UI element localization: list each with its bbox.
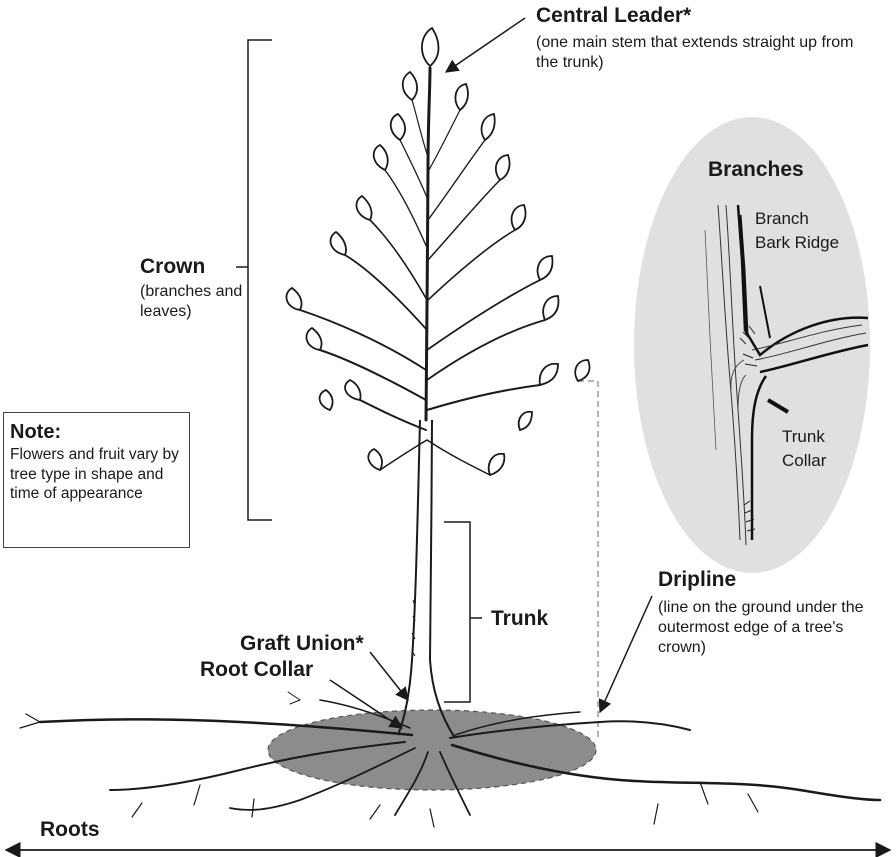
dripline-description: (line on the ground under the outermost … [658,598,878,658]
dripline-label: Dripline [658,568,736,592]
note-box: Note: Flowers and fruit vary by tree typ… [3,412,190,548]
leaves [286,28,589,475]
central-leader-label: Central Leader* [536,4,691,28]
dripline-guide [578,381,598,740]
root-collar-label: Root Collar [200,658,313,682]
branches-drawing [300,68,545,475]
graft-union-pointer [370,652,408,700]
dripline-area [268,710,596,790]
trunk-bracket [444,522,482,702]
central-leader-pointer [446,18,525,72]
crown-description: (branches and leaves) [140,282,250,322]
roots-label: Roots [40,818,100,842]
graft-union-label: Graft Union* [240,632,364,656]
central-leader-description: (one main stem that extends straight up … [536,33,856,73]
branches-label: Branches [708,158,804,182]
trunk-label: Trunk [491,607,548,631]
note-title: Note: [10,421,183,443]
crown-label: Crown [140,255,205,279]
trunk-collar-label: Trunk Collar [782,425,862,473]
branch-bark-ridge-label: Branch Bark Ridge [755,207,845,255]
crown-bracket [236,40,272,520]
branches-inset [634,117,870,573]
note-text: Flowers and fruit vary by tree type in s… [10,445,183,504]
dripline-pointer [600,596,652,712]
trunk-drawing [398,420,455,738]
